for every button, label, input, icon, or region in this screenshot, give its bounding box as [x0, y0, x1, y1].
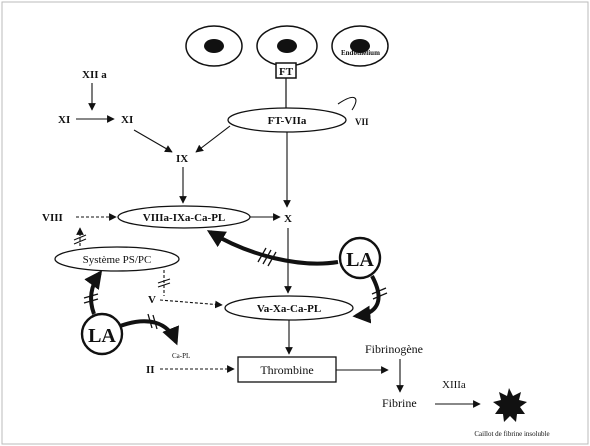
cell-nucleus	[204, 39, 224, 53]
systeme-ps-pc-node	[54, 246, 180, 272]
inhibit-tick	[73, 238, 87, 245]
xiia-label: XII a	[82, 69, 107, 81]
clot-star-icon	[493, 388, 527, 422]
endothelium-cells	[185, 25, 389, 67]
viii-label: VIII	[42, 212, 63, 224]
la-left-label: LA	[88, 325, 116, 347]
cell-nucleus	[350, 39, 370, 53]
xiiia-label: XIIIa	[442, 379, 466, 391]
inhibit-tick	[83, 293, 99, 299]
xi-left-label: XI	[58, 114, 70, 126]
la-to-va-arrow	[352, 275, 381, 324]
cell-nucleus	[277, 39, 297, 53]
inhibit-tick	[267, 251, 277, 267]
systeme-ps-pc-label: Système PS/PC	[83, 254, 152, 266]
ii-label: II	[146, 364, 155, 376]
xi-right-label: XI	[121, 114, 133, 126]
ix-label: IX	[176, 153, 188, 165]
viiia-complex-label: VIIIa-IXa-Ca-PL	[143, 212, 226, 224]
inhibit-tick	[257, 247, 267, 263]
la-right-circle	[338, 236, 382, 280]
la-right-label: LA	[346, 249, 374, 271]
va-complex-label: Va-Xa-Ca-PL	[257, 303, 321, 315]
inhibit-tick	[262, 249, 272, 265]
ftviia-to-ix-arrow	[195, 125, 231, 153]
v-arrow	[159, 299, 223, 309]
ft-viia-label: FT-VIIa	[268, 115, 307, 127]
thrombine-box	[237, 356, 337, 383]
inhibit-tick	[371, 287, 387, 295]
caillot-label: Caillot de fibrine insoluble	[474, 430, 549, 438]
la-left-circle	[80, 312, 124, 356]
inhibit-tick	[83, 298, 99, 304]
inhibit-tick	[147, 313, 153, 329]
la-to-capl-arrow	[119, 319, 179, 346]
endothelium-label: Endothelium	[341, 49, 380, 57]
inhibit-tick	[157, 278, 171, 284]
v-label: V	[148, 294, 156, 306]
ft-label: FT	[279, 66, 294, 78]
x-label: X	[284, 213, 292, 225]
inhibit-tick	[157, 282, 171, 288]
ca-pl-label: Ca-PL	[172, 352, 190, 360]
fibrinogene-label: Fibrinogène	[365, 342, 423, 356]
la-to-viiia-arrow	[206, 230, 339, 266]
xi-to-ix-arrow	[133, 129, 173, 153]
vii-curve	[337, 96, 357, 111]
thrombine-label: Thrombine	[260, 363, 313, 377]
inhibit-tick	[152, 314, 158, 330]
inhibit-tick	[73, 234, 87, 241]
fibrine-label: Fibrine	[382, 396, 417, 410]
inhibit-tick	[372, 292, 388, 300]
vii-label: VII	[355, 117, 369, 127]
la-to-systeme-arrow	[84, 270, 103, 315]
